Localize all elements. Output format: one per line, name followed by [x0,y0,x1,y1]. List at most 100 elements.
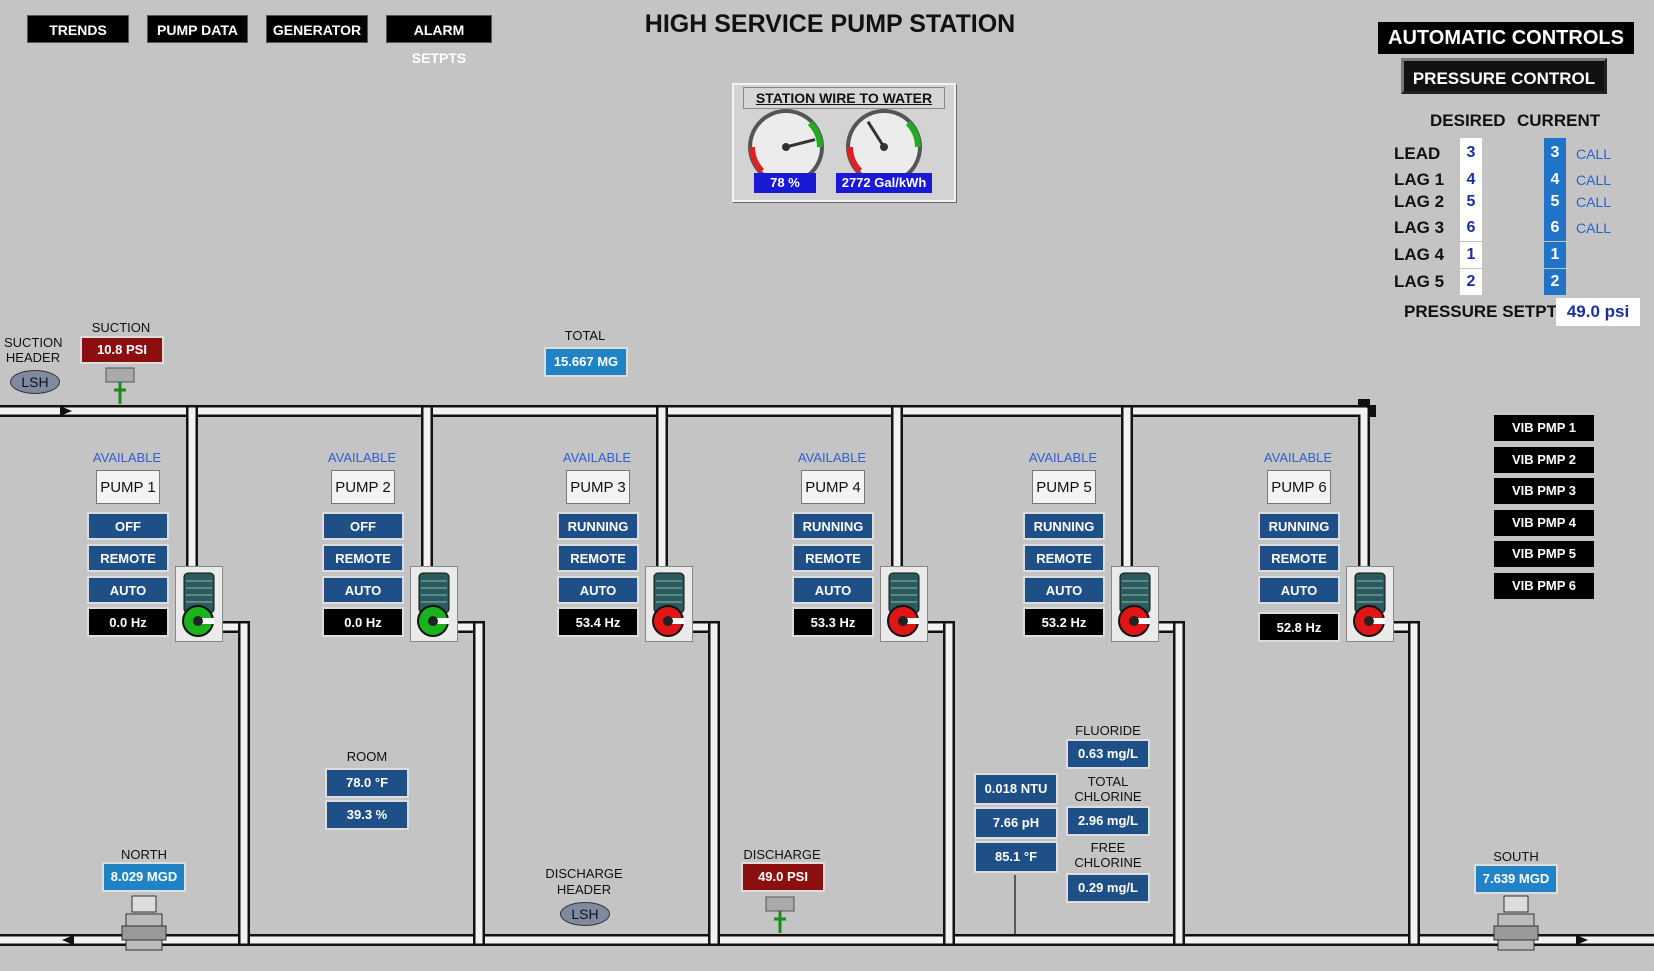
vib-pump-button[interactable]: VIB PMP 4 [1494,509,1594,536]
pump-motor-icon[interactable] [880,566,928,642]
pump-control-mode[interactable]: AUTO [1023,576,1105,604]
pump-motor-icon[interactable] [1346,566,1394,642]
pump-control-mode[interactable]: AUTO [87,576,169,604]
automatic-controls-title: AUTOMATIC CONTROLS [1378,22,1634,54]
gauges-svg [748,109,922,177]
pump-run-state[interactable]: OFF [322,512,404,540]
pump-availability-status: AVAILABLE [797,450,867,465]
current-header: CURRENT [1517,111,1601,130]
control-row-label: LAG 1 [1394,170,1445,189]
pump-mode[interactable]: REMOTE [1023,544,1105,572]
pump-run-state[interactable]: RUNNING [792,512,874,540]
north-flow-value: 8.029 MGD [102,862,186,892]
pump-name-button[interactable]: PUMP 5 [1032,470,1096,504]
free-chlorine-value: 0.29 mg/L [1066,873,1150,903]
desired-pump-input[interactable]: 1 [1460,242,1482,268]
pump-run-state[interactable]: RUNNING [1023,512,1105,540]
current-pump-value: 5 [1544,189,1566,215]
water-temperature-value: 85.1 °F [974,841,1058,873]
desired-header: DESIRED [1430,111,1506,130]
vib-pump-button[interactable]: VIB PMP 3 [1494,478,1594,505]
flow-arrow-south [1576,935,1588,945]
total-value: 15.667 MG [544,347,628,377]
control-row-label: LAG 2 [1394,192,1445,211]
nav-pump-data[interactable]: PUMP DATA [147,15,248,43]
nav-alarm-setpts[interactable]: ALARM SETPTS [386,15,492,66]
pressure-setpt-value[interactable]: 49.0 psi [1556,298,1640,326]
pump-name-button[interactable]: PUMP 2 [331,470,395,504]
call-indicator: CALL [1576,220,1612,236]
room-temperature: 78.0 °F [325,768,409,798]
call-indicator: CALL [1576,194,1612,210]
pump-mode[interactable]: REMOTE [557,544,639,572]
pump-frequency: 0.0 Hz [87,607,169,637]
vib-pump-button[interactable]: VIB PMP 5 [1494,541,1594,568]
suction-lsh-indicator: LSH [10,370,60,394]
pump-name-button[interactable]: PUMP 6 [1267,470,1331,504]
suction-pressure-value: 10.8 PSI [80,336,164,364]
pump-motor-icon[interactable] [1111,566,1159,642]
desired-pump-input[interactable]: 4 [1460,167,1482,193]
pump-frequency: 53.3 Hz [792,607,874,637]
pump-run-state[interactable]: RUNNING [1258,512,1340,540]
nav-generator[interactable]: GENERATOR [266,15,368,43]
control-row-label: LEAD [1394,144,1441,163]
discharge-lsh-indicator: LSH [560,902,610,926]
gal-kwh-needle [866,120,886,148]
pump-branch-pipes [186,405,1420,946]
south-label: SOUTH [1493,849,1539,864]
wire-to-water-title: STATION WIRE TO WATER [743,87,945,109]
pump-mode[interactable]: REMOTE [87,544,169,572]
discharge-pressure-label: DISCHARGE [743,847,821,862]
pump-control-mode[interactable]: AUTO [557,576,639,604]
pump-mode[interactable]: REMOTE [792,544,874,572]
pressure-control-button[interactable]: PRESSURE CONTROL [1401,58,1607,94]
desired-pump-input[interactable]: 2 [1460,269,1482,295]
total-chlorine-value: 2.96 mg/L [1066,806,1150,836]
fluoride-value: 0.63 mg/L [1066,739,1150,769]
pump-control-mode[interactable]: AUTO [792,576,874,604]
efficiency-gauge [748,109,824,177]
pump-control-mode[interactable]: AUTO [322,576,404,604]
pump-availability-status: AVAILABLE [327,450,397,465]
gal-kwh-value: 2772 Gal/kWh [836,173,932,193]
nav-trends[interactable]: TRENDS [27,15,129,43]
pump-name-button[interactable]: PUMP 4 [801,470,865,504]
desired-pump-input[interactable]: 3 [1460,138,1482,168]
pump-name-button[interactable]: PUMP 1 [96,470,160,504]
pump-motor-icon[interactable] [645,566,693,642]
pump-motor-icon[interactable] [410,566,458,642]
call-indicator: CALL [1576,146,1612,162]
pump-frequency: 53.4 Hz [557,607,639,637]
page-title: HIGH SERVICE PUMP STATION [644,10,1016,38]
pump-availability-status: AVAILABLE [1028,450,1098,465]
vib-pump-button[interactable]: VIB PMP 6 [1494,573,1594,599]
pump-mode[interactable]: REMOTE [1258,544,1340,572]
current-pump-value: 1 [1544,242,1566,268]
desired-pump-input[interactable]: 6 [1460,215,1482,241]
pump-frequency: 0.0 Hz [322,607,404,637]
pump-mode[interactable]: REMOTE [322,544,404,572]
pump-name-button[interactable]: PUMP 3 [566,470,630,504]
pump-availability-status: AVAILABLE [1263,450,1333,465]
flow-arrow-north [62,935,74,945]
pump-frequency: 52.8 Hz [1258,612,1340,642]
pump-run-state[interactable]: RUNNING [557,512,639,540]
vib-pump-button[interactable]: VIB PMP 1 [1494,415,1594,441]
desired-pump-input[interactable]: 5 [1460,189,1482,215]
control-row-label: LAG 3 [1394,218,1445,237]
pump-control-mode[interactable]: AUTO [1258,576,1340,604]
wire-to-water-panel: STATION WIRE TO WATER 78 % 2772 Gal/kWh [732,83,956,202]
room-label: ROOM [346,749,388,764]
pump-run-state[interactable]: OFF [87,512,169,540]
flow-arrow-in [60,406,72,416]
control-row-label: LAG 5 [1394,272,1445,291]
suction-transmitter [105,367,135,404]
pump-motor-icon[interactable] [175,566,223,642]
vib-pump-button[interactable]: VIB PMP 2 [1494,446,1594,473]
pump-frequency: 53.2 Hz [1023,607,1105,637]
ph-value: 7.66 pH [974,807,1058,839]
discharge-transmitter [765,896,795,933]
control-row-label: LAG 4 [1394,245,1445,264]
